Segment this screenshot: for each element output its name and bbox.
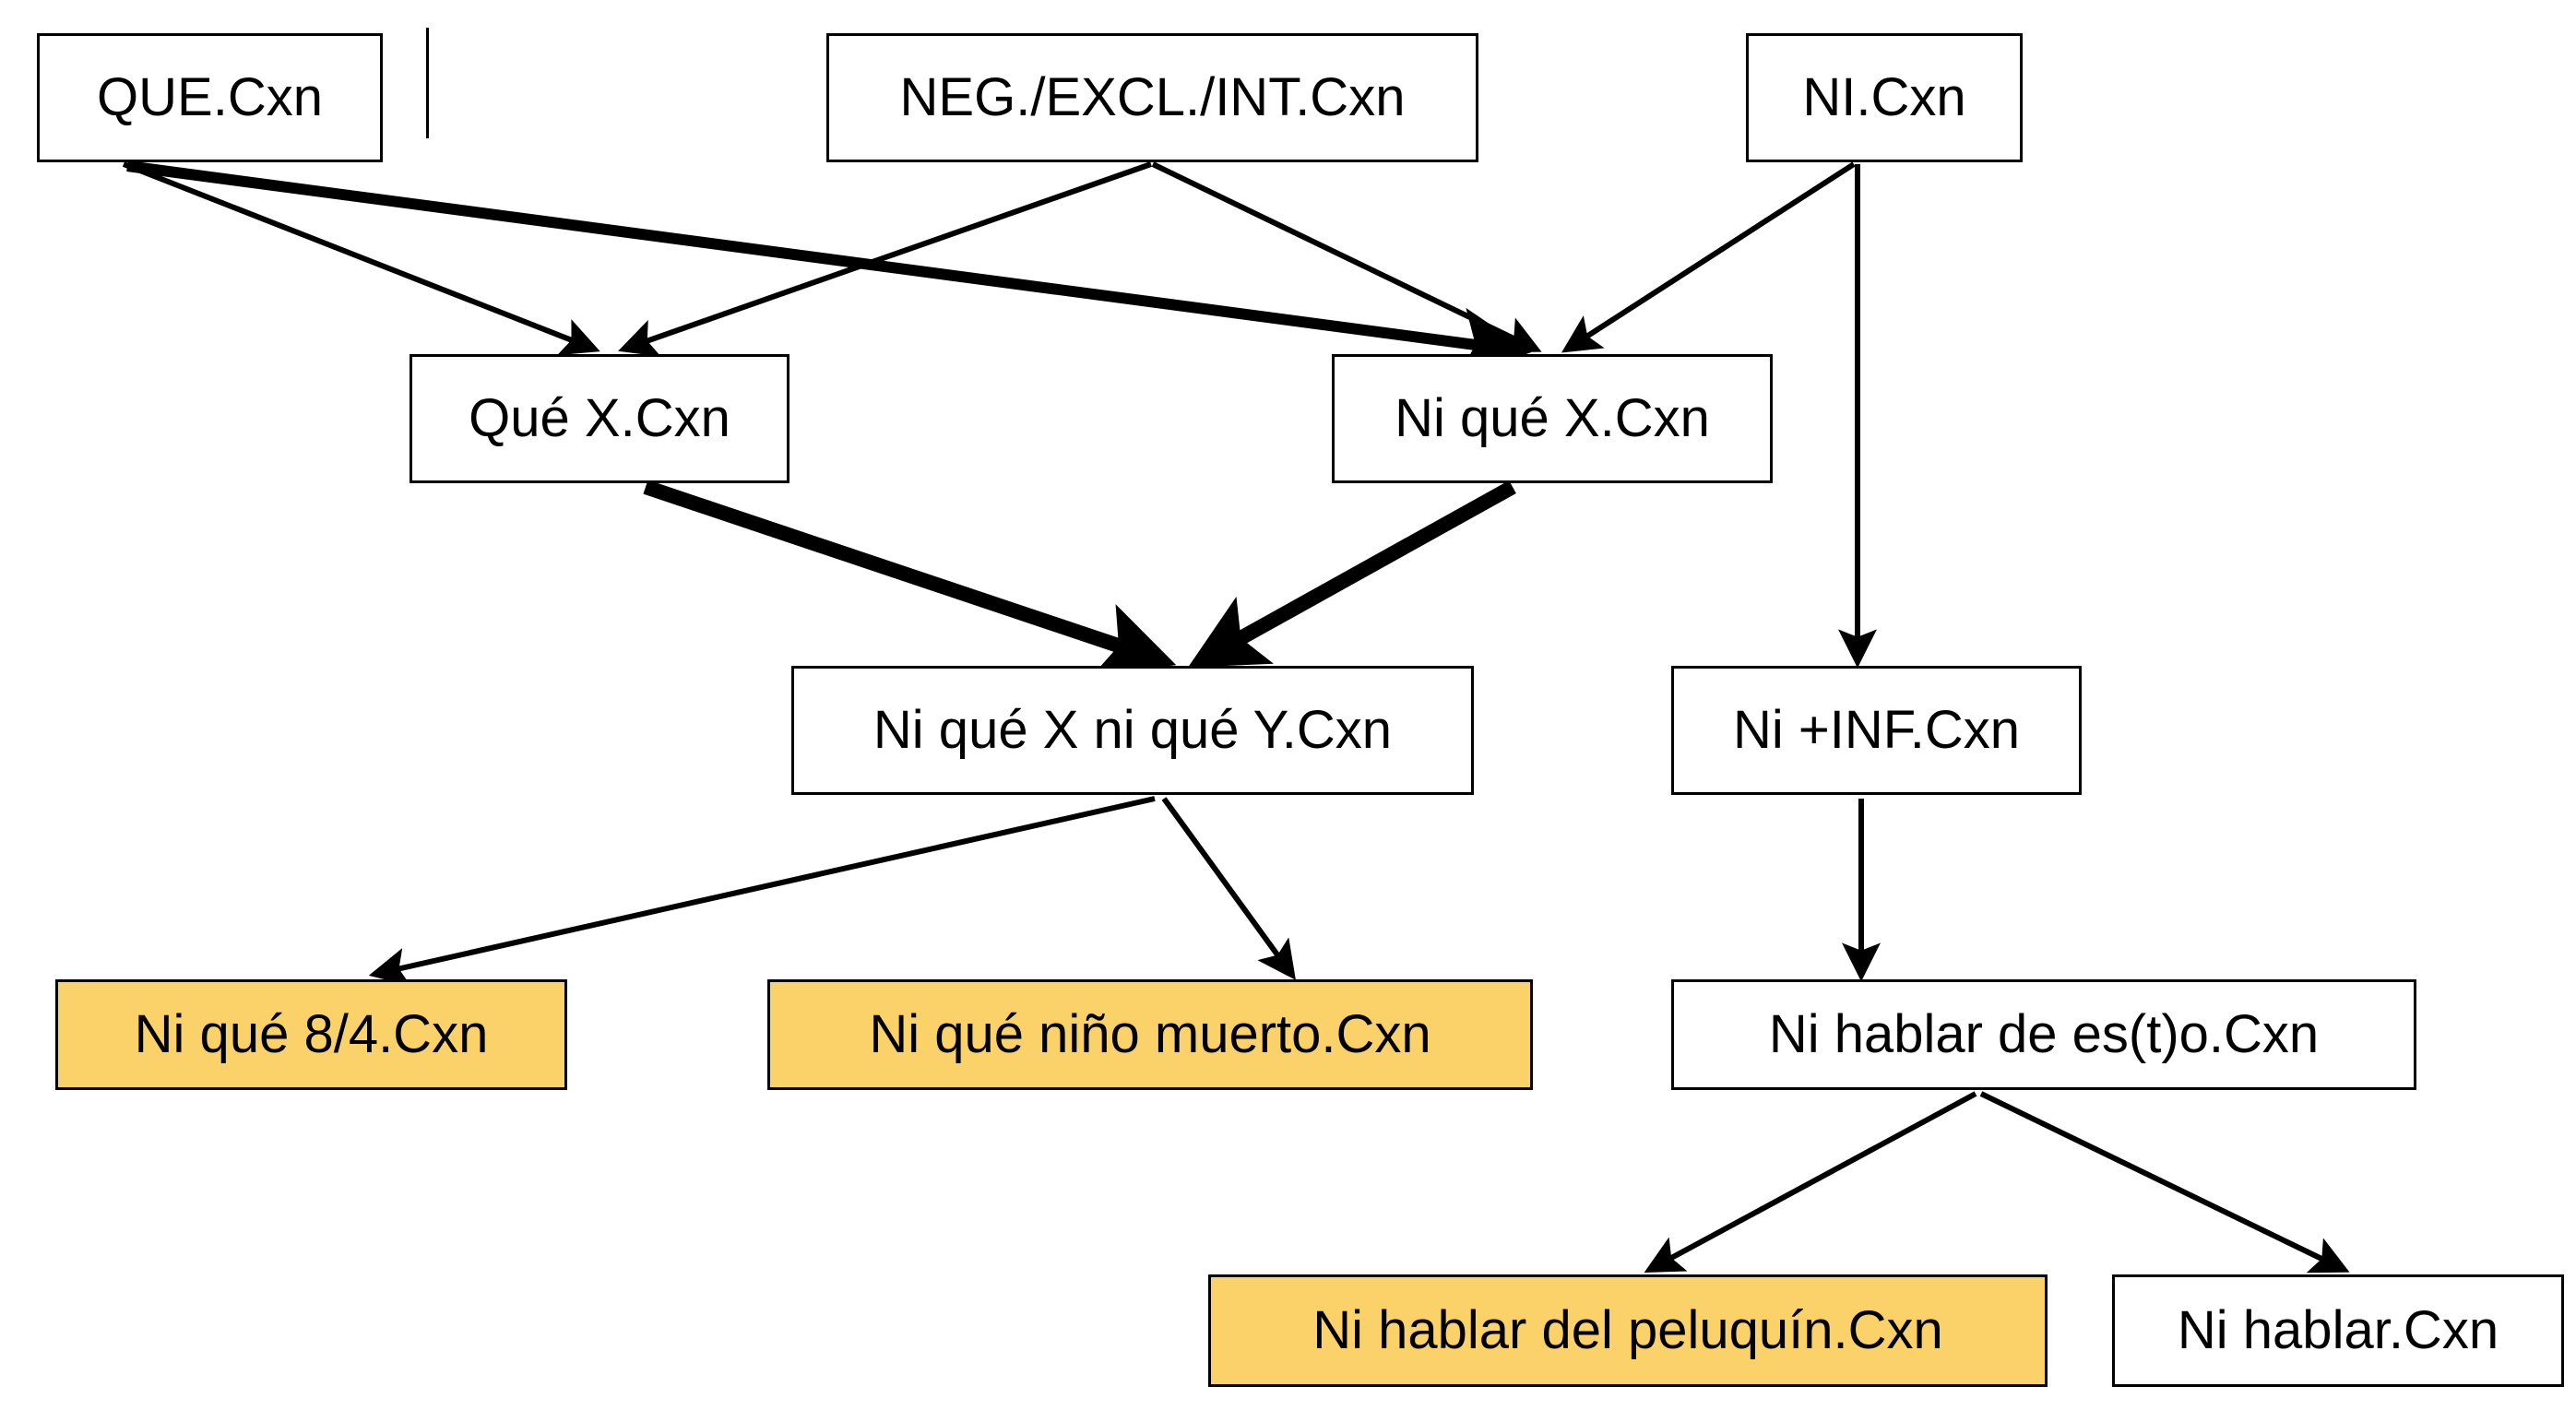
node-label-niquex: Ni qué X.Cxn	[1395, 387, 1710, 448]
edges-group	[122, 160, 2350, 1274]
node-niinf[interactable]: Ni +INF.Cxn	[1671, 666, 2082, 795]
node-nihablar[interactable]: Ni hablar.Cxn	[2112, 1274, 2564, 1387]
node-nihablardeesto[interactable]: Ni hablar de es(t)o.Cxn	[1671, 979, 2416, 1090]
edge-nihablardeesto-to-nihablarpeluq	[1644, 1091, 1977, 1273]
edge-niquex-to-niquexniquey	[1188, 480, 1516, 668]
edge-que-to-niquex	[126, 160, 1532, 379]
node-label-nihablar: Ni hablar.Cxn	[2177, 1299, 2499, 1360]
node-neg[interactable]: NEG./EXCL./INT.Cxn	[826, 33, 1478, 162]
node-label-niinf: Ni +INF.Cxn	[1732, 699, 2020, 760]
node-label-nihablarpeluq: Ni hablar del peluquín.Cxn	[1312, 1299, 1943, 1360]
node-niquenino[interactable]: Ni qué niño muerto.Cxn	[767, 979, 1533, 1090]
edge-quex-to-niquexniquey	[643, 480, 1177, 678]
edge-ni-to-niquex	[1561, 161, 1856, 353]
edge-neg-to-quex	[618, 161, 1152, 357]
node-quex[interactable]: Qué X.Cxn	[410, 354, 789, 483]
node-niquex[interactable]: Ni qué X.Cxn	[1332, 354, 1773, 483]
stray-tick-mark	[426, 28, 429, 138]
edge-niquexniquey-to-niquenino	[1161, 797, 1296, 980]
edge-que-to-quex	[122, 161, 600, 356]
node-ni[interactable]: NI.Cxn	[1746, 33, 2023, 162]
node-label-quex: Qué X.Cxn	[469, 387, 730, 448]
node-label-niquexniquey: Ni qué X ni qué Y.Cxn	[873, 699, 1393, 760]
node-label-nihablardeesto: Ni hablar de es(t)o.Cxn	[1768, 1003, 2320, 1064]
node-que[interactable]: QUE.Cxn	[37, 33, 383, 162]
node-label-nique84: Ni qué 8/4.Cxn	[134, 1003, 489, 1064]
edge-nihablardeesto-to-nihablar	[1979, 1091, 2350, 1274]
node-label-niquenino: Ni qué niño muerto.Cxn	[869, 1003, 1431, 1064]
edge-neg-to-niquex	[1151, 161, 1542, 353]
node-niquexniquey[interactable]: Ni qué X ni qué Y.Cxn	[791, 666, 1474, 795]
node-label-ni: NI.Cxn	[1802, 66, 1966, 127]
node-nique84[interactable]: Ni qué 8/4.Cxn	[55, 979, 567, 1090]
edge-niquexniquey-to-nique84	[368, 796, 1156, 987]
node-label-que: QUE.Cxn	[97, 66, 323, 127]
node-nihablarpeluq[interactable]: Ni hablar del peluquín.Cxn	[1208, 1274, 2048, 1387]
node-label-neg: NEG./EXCL./INT.Cxn	[899, 66, 1406, 127]
